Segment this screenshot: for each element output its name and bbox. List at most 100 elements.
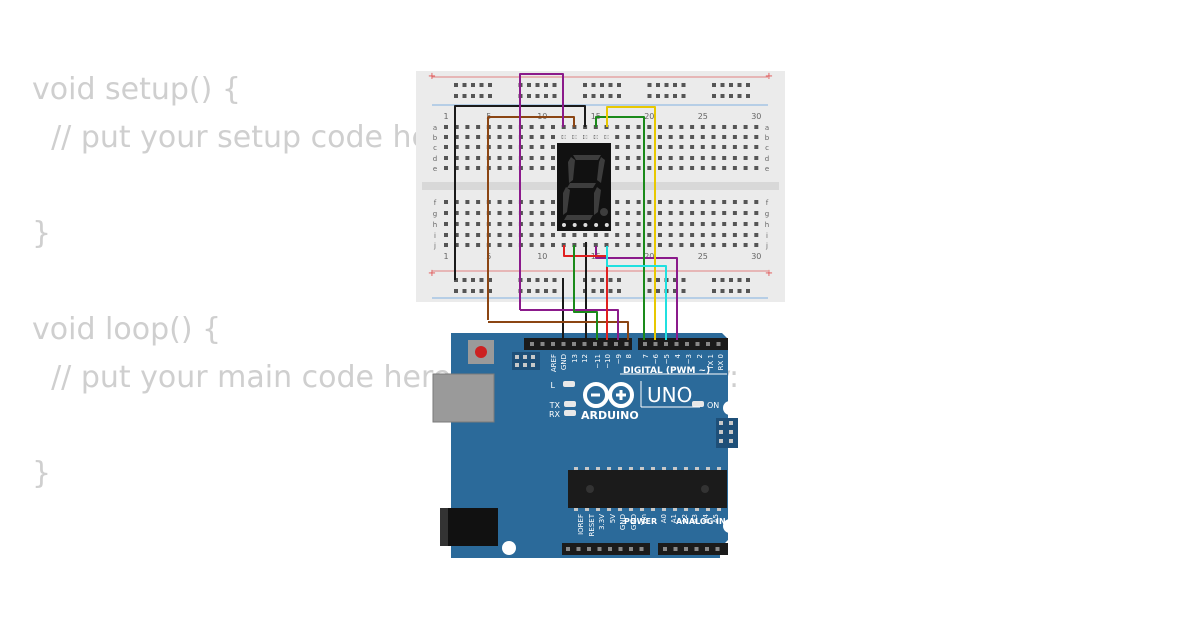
breadboard-hole xyxy=(636,243,641,247)
header-pin xyxy=(695,342,700,346)
row-label: f xyxy=(434,199,437,207)
column-label: 20 xyxy=(644,252,654,261)
breadboard-hole xyxy=(700,156,705,160)
chip-pin xyxy=(695,508,699,511)
header-pin-label: ~5 xyxy=(663,354,671,364)
reset-button-cap[interactable] xyxy=(475,346,487,358)
display-segments xyxy=(563,155,608,220)
segment-a xyxy=(573,155,601,160)
breadboard-hole xyxy=(615,243,620,247)
segment-d xyxy=(564,215,593,220)
breadboard-hole xyxy=(700,243,705,247)
rail-plus-bottom-left: + xyxy=(428,268,436,279)
wire-brown-pin xyxy=(488,321,629,340)
header-pin-label: 3.3V xyxy=(598,514,606,530)
rail-hole xyxy=(729,83,733,87)
breadboard-hole xyxy=(465,135,470,139)
led-l xyxy=(563,381,575,387)
chip-pin xyxy=(706,467,710,470)
breadboard-hole xyxy=(497,156,502,160)
row-label: d xyxy=(765,155,769,163)
breadboard-hole xyxy=(690,166,695,170)
rail-hole xyxy=(471,278,475,282)
chip-pin xyxy=(684,467,688,470)
breadboard-hole xyxy=(722,233,727,237)
chip-pin xyxy=(706,508,710,511)
breadboard-hole xyxy=(690,233,695,237)
breadboard-hole xyxy=(508,211,513,215)
breadboard-hole xyxy=(732,222,737,226)
breadboard-hole xyxy=(593,233,598,237)
atmega-chip xyxy=(568,470,727,508)
breadboard-hole xyxy=(754,135,759,139)
breadboard-hole xyxy=(540,166,545,170)
power-label: POWER xyxy=(624,517,657,526)
icsp-header-right xyxy=(716,418,738,448)
rail-hole xyxy=(647,289,652,293)
breadboard-hole xyxy=(625,145,630,149)
header-pin xyxy=(572,342,576,346)
rail-hole xyxy=(737,289,742,293)
header-pin xyxy=(629,547,633,551)
breadboard-hole xyxy=(454,200,459,204)
breadboard-hole xyxy=(743,233,748,237)
chip-dot xyxy=(586,485,594,493)
breadboard-hole xyxy=(625,156,630,160)
breadboard-hole xyxy=(732,233,737,237)
rail-hole xyxy=(673,83,677,87)
rail-hole xyxy=(617,83,621,87)
segment-e xyxy=(563,187,570,215)
breadboard-hole xyxy=(711,145,716,149)
rail-hole xyxy=(608,289,613,293)
led-rx xyxy=(564,410,576,416)
breadboard-hole xyxy=(529,125,534,129)
rail-hole xyxy=(681,94,686,98)
breadboard-hole xyxy=(668,243,673,247)
row-label: j xyxy=(765,242,768,250)
breadboard-hole xyxy=(668,200,673,204)
breadboard-hole xyxy=(732,243,737,247)
breadboard-hole xyxy=(636,222,641,226)
breadboard-hole xyxy=(551,222,555,226)
led-tx xyxy=(564,401,576,407)
breadboard-hole xyxy=(540,222,545,226)
breadboard-hole xyxy=(754,211,759,215)
row-label: e xyxy=(765,165,769,173)
rail-hole xyxy=(552,83,557,87)
breadboard-hole xyxy=(540,211,545,215)
breadboard-hole xyxy=(679,125,684,129)
icsp-header-small xyxy=(512,352,540,370)
breadboard-hole xyxy=(497,200,502,204)
header-block-analog xyxy=(658,543,728,555)
rail-hole xyxy=(729,289,733,293)
rail-hole xyxy=(552,94,557,98)
breadboard-hole xyxy=(658,135,662,139)
breadboard-hole xyxy=(722,243,727,247)
header-pin xyxy=(639,547,644,551)
wire-red xyxy=(563,245,608,340)
rail-hole xyxy=(583,83,587,87)
header-pin-label: 2 xyxy=(696,354,704,358)
rail-hole xyxy=(479,278,484,282)
rail-hole xyxy=(656,94,660,98)
chip-pin xyxy=(574,508,578,511)
breadboard-hole xyxy=(679,145,684,149)
wire-purple-bottom xyxy=(595,246,678,340)
breadboard-hole xyxy=(711,222,716,226)
header-pin xyxy=(716,342,721,346)
chip-pin xyxy=(640,467,644,470)
header-pin-label: A3 xyxy=(691,514,699,523)
chip-pin xyxy=(629,467,633,470)
header-pin xyxy=(684,547,688,551)
column-label: 25 xyxy=(698,112,708,121)
wire-yellow xyxy=(606,106,656,340)
row-label: e xyxy=(433,165,437,173)
header-pin-label: GND xyxy=(619,514,627,530)
breadboard-hole xyxy=(658,211,662,215)
breadboard-hole xyxy=(540,125,545,129)
breadboard-hole xyxy=(722,222,727,226)
header-block-right xyxy=(638,338,728,350)
rail-hole xyxy=(681,278,686,282)
breadboard-hole xyxy=(551,211,555,215)
rail-hole xyxy=(488,289,492,293)
